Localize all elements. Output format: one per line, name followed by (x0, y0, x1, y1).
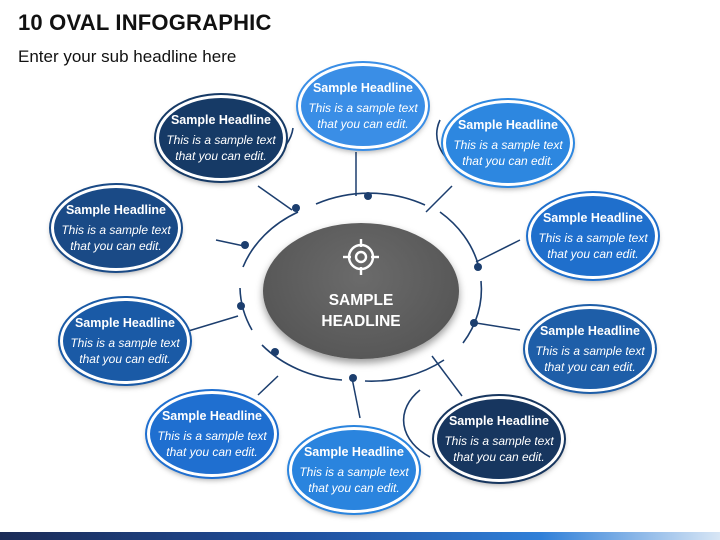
oval-text-line2: that you can edit. (544, 359, 636, 374)
connector-dot (271, 348, 279, 356)
oval-text-line1: This is a sample text (538, 230, 648, 245)
spoke-line (184, 315, 239, 333)
spoke-line (475, 322, 521, 331)
oval-ring (402, 389, 431, 458)
oval-headline: Sample Headline (161, 408, 263, 423)
oval-headline: Sample Headline (542, 210, 644, 225)
connector-dot (364, 192, 372, 200)
oval-text-line2: that you can edit. (79, 351, 171, 366)
oval-headline: Sample Headline (448, 413, 550, 428)
oval-headline: Sample Headline (65, 202, 167, 217)
oval-headline: Sample Headline (457, 117, 559, 132)
spoke-line (425, 185, 453, 213)
ring-arc (462, 280, 483, 344)
oval-right-lower: Sample Headline This is a sample text th… (523, 304, 657, 394)
spoke-line (431, 355, 463, 397)
oval-text: This is a sample text that you can edit. (70, 335, 179, 367)
oval-text-line1: This is a sample text (70, 335, 180, 350)
oval-text: This is a sample text that you can edit. (535, 343, 644, 375)
oval-text-line1: This is a sample text (61, 222, 171, 237)
oval-text-line2: that you can edit. (547, 246, 639, 261)
connector-dot (470, 319, 478, 327)
center-oval: SAMPLE HEADLINE (263, 223, 459, 359)
oval-text-line1: This is a sample text (453, 137, 563, 152)
oval-top-left: Sample Headline This is a sample text th… (154, 93, 288, 183)
spoke-line (475, 239, 521, 263)
oval-text-line2: that you can edit. (453, 449, 545, 464)
ring-arc (439, 211, 479, 265)
oval-bottom-left: Sample Headline This is a sample text th… (145, 389, 279, 479)
oval-text-line2: that you can edit. (462, 153, 554, 168)
footer-gradient-bar (0, 532, 720, 540)
oval-top: Sample Headline This is a sample text th… (296, 61, 430, 151)
spoke-line (257, 375, 279, 396)
oval-bottom: Sample Headline This is a sample text th… (287, 425, 421, 515)
oval-text-line2: that you can edit. (308, 480, 400, 495)
oval-text: This is a sample text that you can edit. (444, 433, 553, 465)
oval-text: This is a sample text that you can edit. (453, 137, 562, 169)
center-label: SAMPLE HEADLINE (263, 290, 459, 332)
oval-left-upper: Sample Headline This is a sample text th… (49, 183, 183, 273)
connector-dot (237, 302, 245, 310)
oval-text-line1: This is a sample text (535, 343, 645, 358)
center-label-line2: HEADLINE (321, 313, 401, 330)
oval-headline: Sample Headline (74, 315, 176, 330)
center-label-line1: SAMPLE (328, 292, 394, 309)
oval-text: This is a sample text that you can edit. (538, 230, 647, 262)
oval-text-line1: This is a sample text (444, 433, 554, 448)
oval-text: This is a sample text that you can edit. (299, 464, 408, 496)
oval-headline: Sample Headline (170, 112, 272, 127)
oval-text-line2: that you can edit. (317, 116, 409, 131)
page-title: 10 OVAL INFOGRAPHIC (18, 10, 272, 35)
spoke-line (351, 377, 361, 419)
oval-text: This is a sample text that you can edit. (308, 100, 417, 132)
connector-dot (241, 241, 249, 249)
oval-text-line2: that you can edit. (166, 444, 258, 459)
page-subtitle: Enter your sub headline here (18, 47, 237, 66)
spoke-line (257, 185, 293, 211)
oval-text-line2: that you can edit. (175, 148, 267, 163)
oval-text-line1: This is a sample text (308, 100, 418, 115)
oval-text-line1: This is a sample text (166, 132, 276, 147)
oval-text-line1: This is a sample text (299, 464, 409, 479)
ring-arc (364, 359, 445, 382)
oval-left-lower: Sample Headline This is a sample text th… (58, 296, 192, 386)
oval-text: This is a sample text that you can edit. (157, 428, 266, 460)
spoke-line (215, 239, 245, 247)
ring-arc (242, 211, 299, 268)
connector-dot (292, 204, 300, 212)
oval-headline: Sample Headline (312, 80, 414, 95)
oval-text: This is a sample text that you can edit. (61, 222, 170, 254)
oval-headline: Sample Headline (303, 444, 405, 459)
oval-top-right: Sample Headline This is a sample text th… (441, 98, 575, 188)
target-icon (343, 239, 379, 275)
oval-bottom-right: Sample Headline This is a sample text th… (432, 394, 566, 484)
oval-text-line2: that you can edit. (70, 238, 162, 253)
oval-headline: Sample Headline (539, 323, 641, 338)
connector-dot (349, 374, 357, 382)
ring-arc (261, 344, 343, 381)
oval-right-upper: Sample Headline This is a sample text th… (526, 191, 660, 281)
connector-dot (474, 263, 482, 271)
oval-text-line1: This is a sample text (157, 428, 267, 443)
ring-arc (239, 287, 253, 331)
oval-text: This is a sample text that you can edit. (166, 132, 275, 164)
